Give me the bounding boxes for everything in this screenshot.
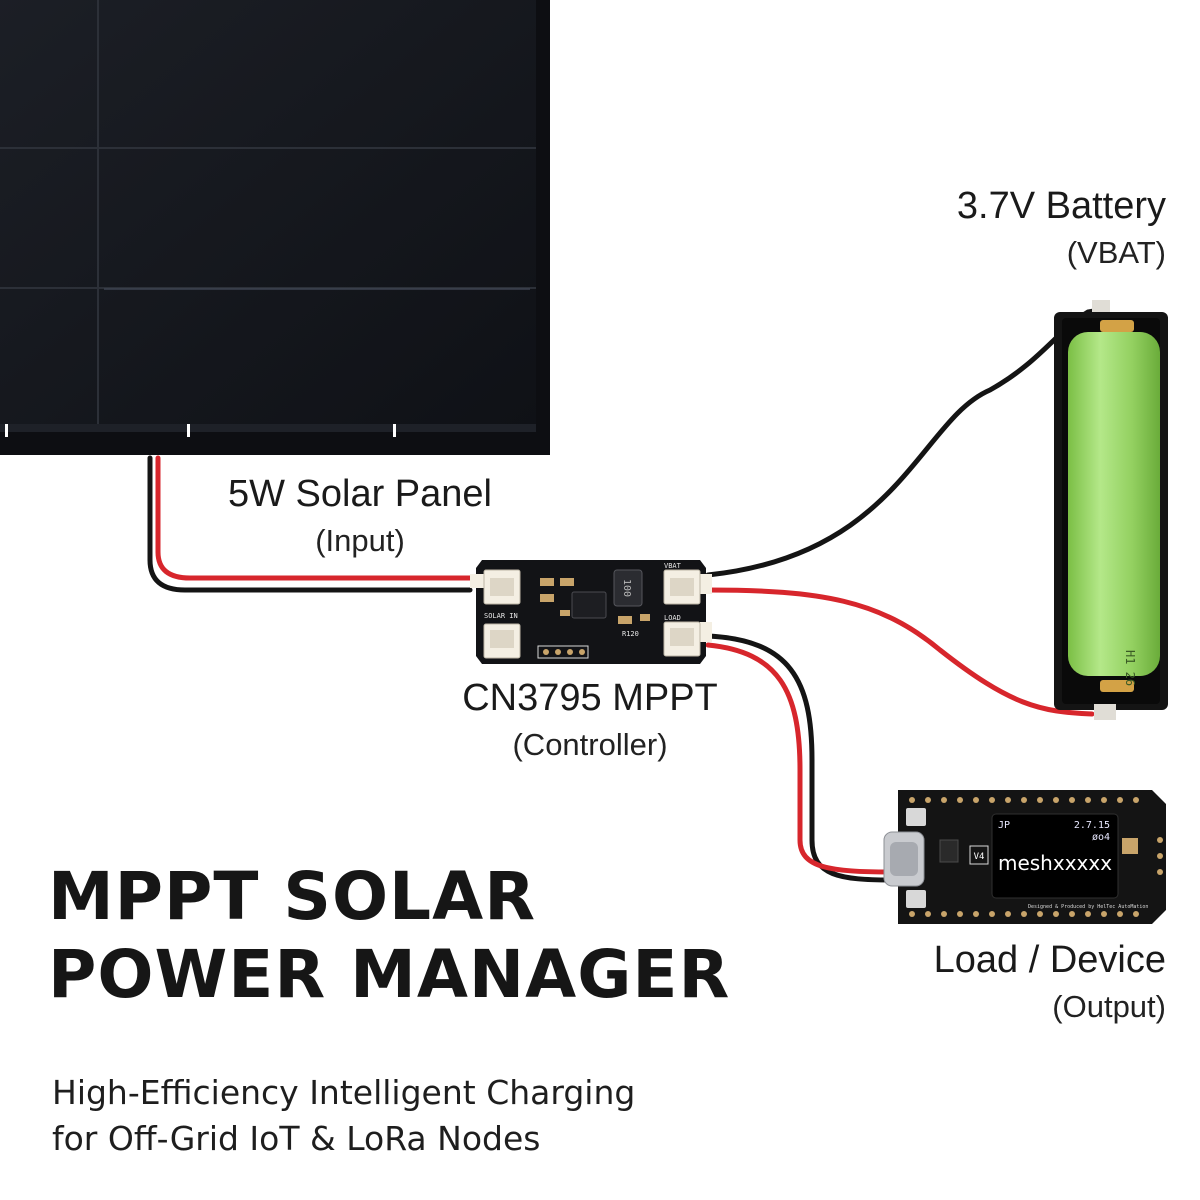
connector-solar (483, 569, 521, 605)
tagline: High-Efficiency Intelligent Charging for… (52, 1070, 635, 1162)
battery-holder: H1 26 (1054, 300, 1168, 720)
load-device-board: JP 2.7.15 øo4 meshxxxxx V4 Designed & Pr… (883, 790, 1166, 924)
mppt-controller-board: 100 SOLAR IN VBAT LOAD R120 (470, 560, 712, 664)
tagline-line-1: High-Efficiency Intelligent Charging (52, 1073, 636, 1112)
oled-status: øo4 (1092, 832, 1110, 843)
cell-marking: H1 26 (1123, 650, 1137, 686)
controller-title: CN3795 MPPT (462, 677, 718, 719)
battery-label: 3.7V Battery (VBAT) (840, 185, 1166, 270)
oled-screen (991, 813, 1119, 899)
pcb-label-resistor: R120 (622, 630, 639, 638)
wire-load (705, 633, 896, 883)
wire-battery (705, 307, 1103, 717)
load-title: Load / Device (933, 939, 1166, 981)
solar-panel-role: (Input) (315, 522, 405, 558)
connector-battery (663, 569, 701, 605)
connector-solar-2 (483, 623, 521, 659)
load-role: (Output) (1052, 988, 1166, 1024)
connector-load (663, 621, 701, 657)
pcb-label-solar-in: SOLAR IN (484, 612, 518, 620)
inductor-marking: 100 (621, 579, 632, 597)
oled-version: 2.7.15 (1074, 820, 1110, 831)
wire-solar (147, 455, 473, 593)
inductor (613, 569, 643, 607)
board-version: V4 (974, 852, 985, 862)
solar-panel-title: 5W Solar Panel (227, 473, 492, 515)
solar-panel-label: 5W Solar Panel (Input) (200, 473, 520, 558)
headline-line-1: MPPT SOLAR (48, 858, 537, 935)
pcb-label-load: LOAD (664, 614, 681, 622)
oled-region: JP (998, 820, 1010, 831)
headline: MPPT SOLAR POWER MANAGER (48, 858, 730, 1014)
load-label: Load / Device (Output) (840, 939, 1166, 1024)
solar-panel (0, 0, 550, 455)
pcb-label-vbat: VBAT (664, 562, 682, 570)
oled-node-name: meshxxxxx (998, 851, 1112, 875)
battery-cell (1068, 332, 1160, 676)
controller-role: (Controller) (512, 726, 668, 762)
battery-title: 3.7V Battery (956, 185, 1166, 227)
battery-role: (VBAT) (1066, 234, 1166, 270)
board-credit: Designed & Produced by HelTec AutoMation (1028, 904, 1148, 910)
headline-line-2: POWER MANAGER (48, 935, 731, 1013)
controller-label: CN3795 MPPT (Controller) (430, 677, 750, 762)
tagline-line-2: for Off-Grid IoT & LoRa Nodes (52, 1119, 541, 1159)
